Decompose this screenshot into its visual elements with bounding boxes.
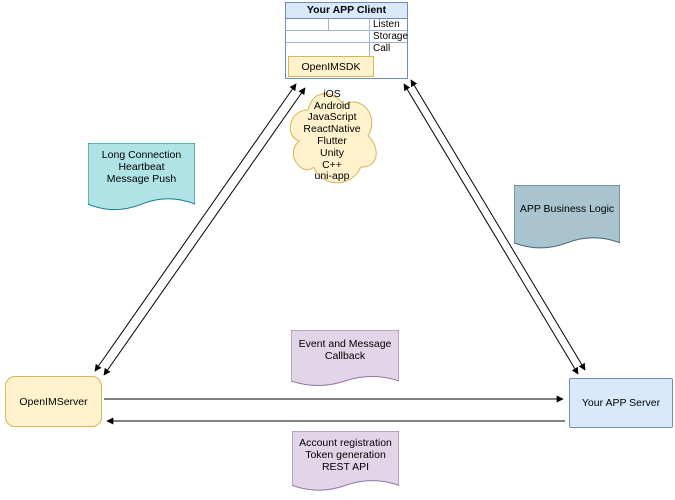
- note-line: Message Push: [106, 173, 177, 185]
- note-long-connection-text: Long Connection Heartbeat Message Push: [88, 143, 195, 185]
- note-rest-api-svg: [292, 431, 399, 495]
- platform-uniapp: uni-app: [314, 170, 350, 183]
- client-table-divider: [369, 19, 370, 56]
- client-table-divider-small: [328, 19, 329, 31]
- note-long-connection: Long Connection Heartbeat Message Push: [88, 143, 195, 215]
- note-event-message-callback-svg: [291, 330, 399, 390]
- note-line: Event and Message: [298, 338, 392, 350]
- arrow-openimserver-client-1: [94, 83, 297, 372]
- note-line: Token generation: [305, 449, 386, 461]
- platform-cpp: C++: [322, 158, 342, 171]
- note-event-message-callback: Event and Message Callback: [291, 330, 399, 390]
- node-your-app-client: Your APP Client Listen Storage Call Open…: [285, 2, 408, 79]
- client-row-call: Call: [373, 43, 391, 54]
- platform-reactnative: ReactNative: [303, 123, 361, 136]
- note-line: Callback: [324, 350, 366, 362]
- node-platform-cloud: iOS Android JavaScript ReactNative Flutt…: [284, 84, 380, 188]
- note-app-business-logic-text: APP Business Logic: [514, 185, 620, 215]
- platform-unity: Unity: [320, 146, 344, 159]
- note-line: REST API: [321, 461, 370, 473]
- platform-android: Android: [313, 99, 351, 112]
- node-openimsdk: OpenIMSDK: [288, 56, 374, 77]
- openim-server-label: OpenIMServer: [19, 395, 88, 408]
- note-line: Long Connection: [101, 149, 182, 161]
- client-title: Your APP Client: [286, 3, 407, 19]
- note-rest-api-text: Account registration Token generation RE…: [292, 431, 399, 473]
- client-row-storage: Storage: [286, 31, 408, 43]
- note-rest-api: Account registration Token generation RE…: [292, 431, 399, 495]
- document-shape: [291, 330, 399, 386]
- platform-javascript: JavaScript: [307, 111, 357, 124]
- your-app-server-label: Your APP Server: [581, 397, 661, 409]
- node-your-app-server: Your APP Server: [569, 378, 673, 428]
- client-row-listen: Listen: [286, 19, 407, 31]
- platform-ios: iOS: [323, 87, 341, 100]
- platform-flutter: Flutter: [317, 135, 347, 147]
- arrow-openimserver-client-2: [103, 87, 306, 376]
- note-line: Heartbeat: [118, 161, 165, 173]
- note-app-business-logic: APP Business Logic: [514, 185, 620, 253]
- note-line: Account registration: [299, 437, 392, 449]
- client-table: Listen Storage Call: [286, 19, 408, 57]
- note-event-message-callback-text: Event and Message Callback: [291, 330, 399, 362]
- document-shape: [292, 431, 399, 490]
- platform-list: iOS Android JavaScript ReactNative Flutt…: [284, 84, 380, 188]
- node-openim-server: OpenIMServer: [5, 376, 102, 427]
- note-line: APP Business Logic: [519, 203, 615, 215]
